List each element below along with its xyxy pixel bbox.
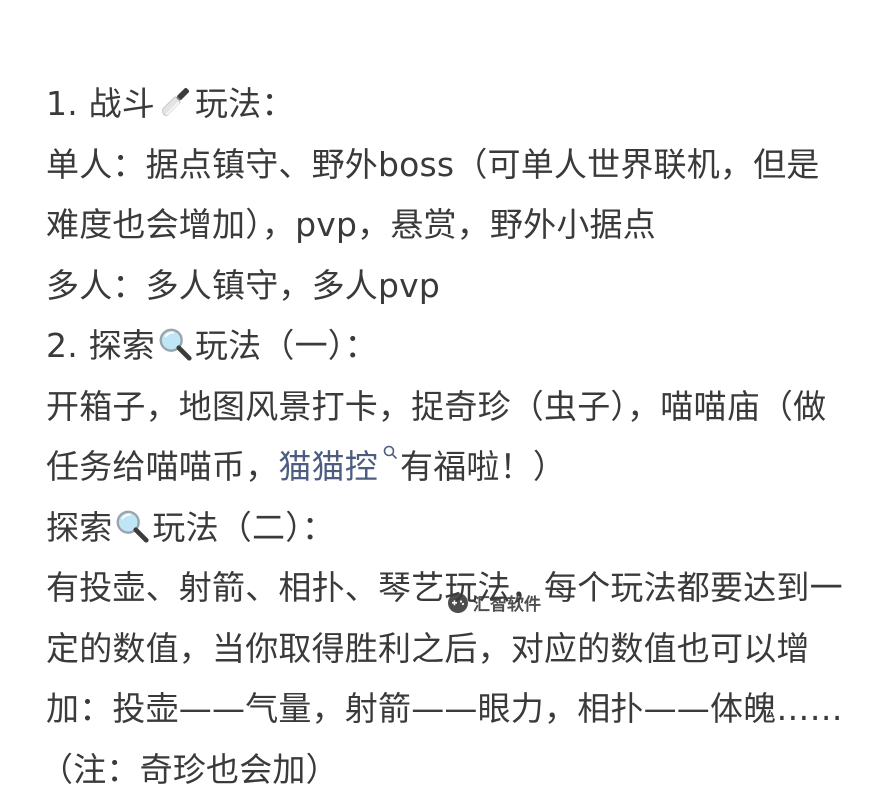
heading-explore-2-suffix: 玩法（二）：: [152, 507, 336, 547]
paragraph-line: 任务给喵喵币，猫猫控 有福啦！）: [46, 437, 866, 498]
heading-explore-1: 2. 探索 玩法（一）：: [46, 316, 866, 377]
magnifying-glass-icon: [116, 510, 150, 543]
paragraph-note: （注：奇珍也会加）: [40, 749, 339, 789]
paragraph-line: 加：投壶——气量，射箭——眼力，相扑——体魄……: [46, 689, 843, 728]
heading-combat: 1. 战斗 玩法：: [46, 74, 866, 135]
paragraph-text: 任务给喵喵币，: [46, 447, 279, 486]
heading-explore-2-prefix: 探索: [46, 507, 113, 547]
heading-combat-prefix: 1. 战斗: [46, 84, 155, 123]
paragraph-line: 有投壶、射箭、相扑、琴艺玩法，每个玩法都要达到一: [46, 568, 843, 607]
heading-combat-suffix: 玩法：: [194, 84, 295, 123]
search-link-cat-lover[interactable]: 猫猫控: [278, 447, 379, 486]
heading-explore-2: 探索 玩法（二）：: [46, 498, 866, 559]
paragraph-text: 有福啦！）: [400, 447, 567, 486]
heading-explore-1-prefix: 2. 探索: [46, 326, 155, 365]
paragraph-line: 定的数值，当你取得胜利之后，对应的数值也可以增: [46, 628, 810, 668]
article-body: 1. 战斗 玩法： 单人：据点镇守、野外boss（可单人世界联机，但是 难度也会…: [40, 74, 866, 800]
gamepad-logo-icon: [448, 592, 468, 613]
magnifying-glass-icon: [159, 328, 192, 361]
paragraph-line: 单人：据点镇守、野外boss（可单人世界联机，但是: [46, 144, 820, 184]
paragraph-line: 难度也会增加），pvp，悬赏，野外小据点: [46, 205, 656, 244]
watermark-label: 汇智软件: [473, 594, 541, 615]
heading-explore-1-suffix: 玩法（一）：: [194, 326, 378, 365]
paragraph-line: 多人：多人镇守，多人pvp: [46, 265, 441, 305]
kitchen-knife-icon: [162, 88, 189, 116]
paragraph-line: 开箱子，地图风景打卡，捉奇珍（虫子），喵喵庙（做: [46, 386, 827, 426]
search-icon[interactable]: [382, 444, 398, 460]
watermark: 汇智软件: [447, 589, 541, 615]
